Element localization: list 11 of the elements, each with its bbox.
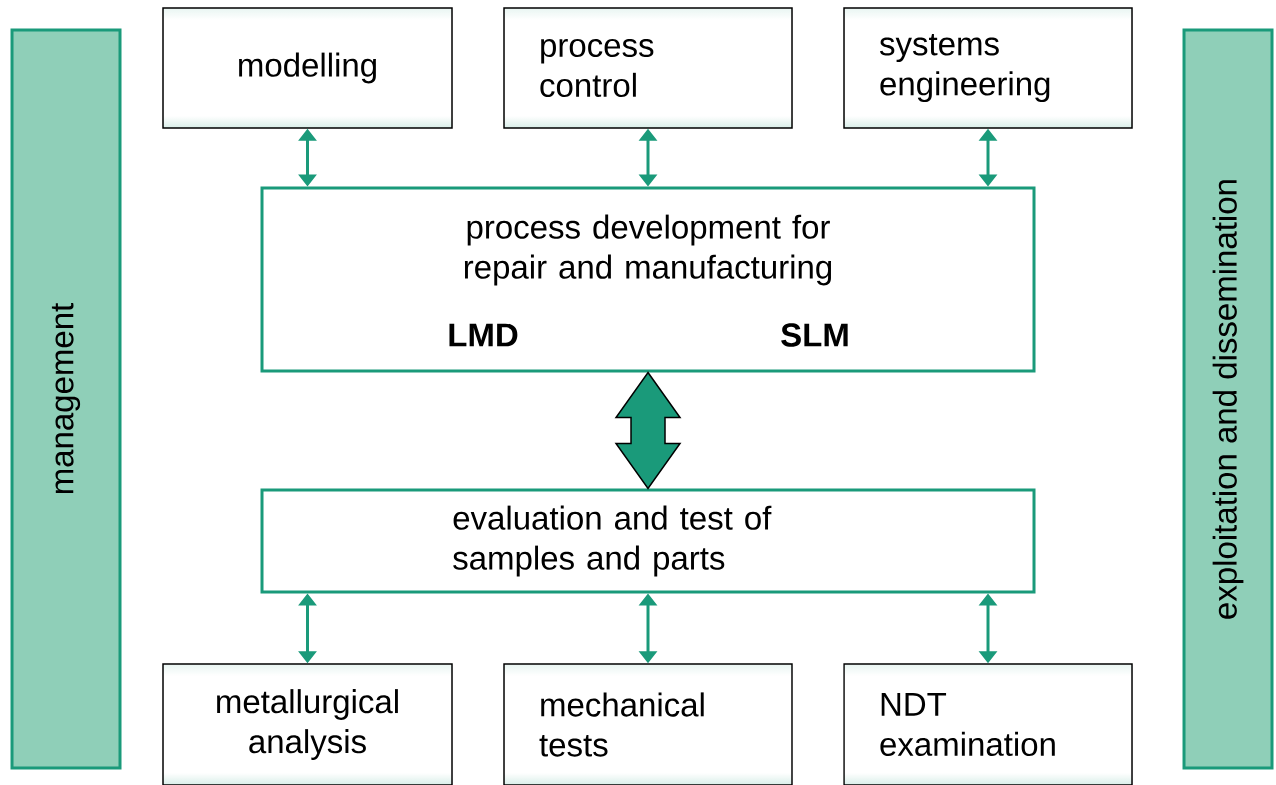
process-box: process development for repair and manufacturing LMD SLM <box>260 186 1036 373</box>
module-box: process control <box>503 7 793 129</box>
process-box: evaluation and test of samples and parts <box>260 488 1036 594</box>
module-box: metallurgical analysis <box>162 663 453 785</box>
side-bar: management <box>10 28 122 770</box>
module-box: modelling <box>162 7 453 129</box>
module-box: mechanical tests <box>503 663 793 785</box>
module-box: systems engineering <box>843 7 1133 129</box>
module-box: NDT examination <box>843 663 1133 785</box>
block-arrow <box>614 371 682 490</box>
side-bar: exploitation and dissemination <box>1182 28 1274 770</box>
